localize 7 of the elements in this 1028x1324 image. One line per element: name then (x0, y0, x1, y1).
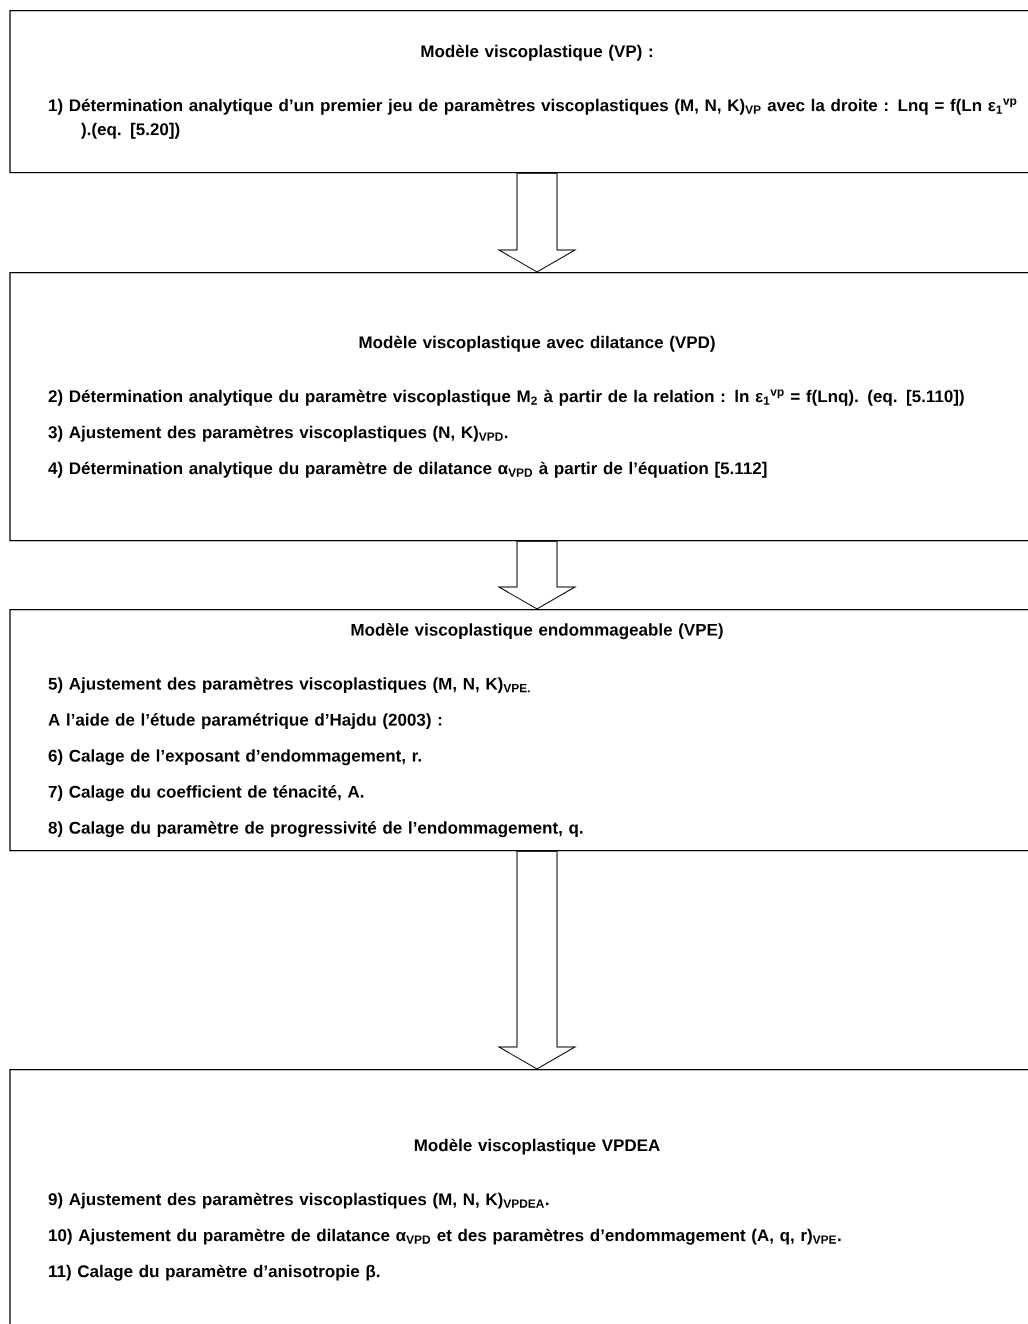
process-box: Modèle viscoplastique (VP) : 1) Détermination analytique d’un premier jeu de paramètres viscoplastiques (M, N, K)$_{VP}$ avec la droite : Lnq = f(Ln ε$_{1}$vp ).(eq. [5.20]) (9, 10, 1028, 174)
process-box: Modèle viscoplastique VPDEA 9) Ajustement des paramètres viscoplastiques (M, N, K)$_{VPDEA}$. 10) Ajustement du paramètre de dilatance α$_{VPD}$ et des paramètres d’endommagement (A, q, r)$_{VPE}$. 11) Calage du paramètre d’anisotropie β. (9, 1069, 1028, 1324)
block-arrow (498, 850, 576, 1070)
process-box: Modèle viscoplastique endommageable (VPE) 5) Ajustement des paramètres viscoplastiques (M, N, K)$_{VPE.}$ A l’aide de l’étude paramétrique d’Hajdu (2003) : 6) Calage de l’exposant d’endommagement, r. 7) Calage du coefficient de ténacité, A. 8) Calage du paramètre de progressivité de l’endommagement, q. (9, 609, 1028, 852)
block-arrow (498, 540, 576, 610)
process-box: Modèle viscoplastique avec dilatance (VPD) 2) Détermination analytique du paramètre viscoplastique M$_{2}$ à partir de la relation : ln ε$_{1}$$^{vp}$ = f(Lnq). (eq. [5.110]) 3) Ajustement des paramètres viscoplastiques (N, K)$_{VPD}$. 4) Détermination analytique du paramètre de dilatance α$_{VPD}$ à partir de l’équation [5.112] (9, 272, 1028, 542)
block-arrow (498, 172, 576, 273)
